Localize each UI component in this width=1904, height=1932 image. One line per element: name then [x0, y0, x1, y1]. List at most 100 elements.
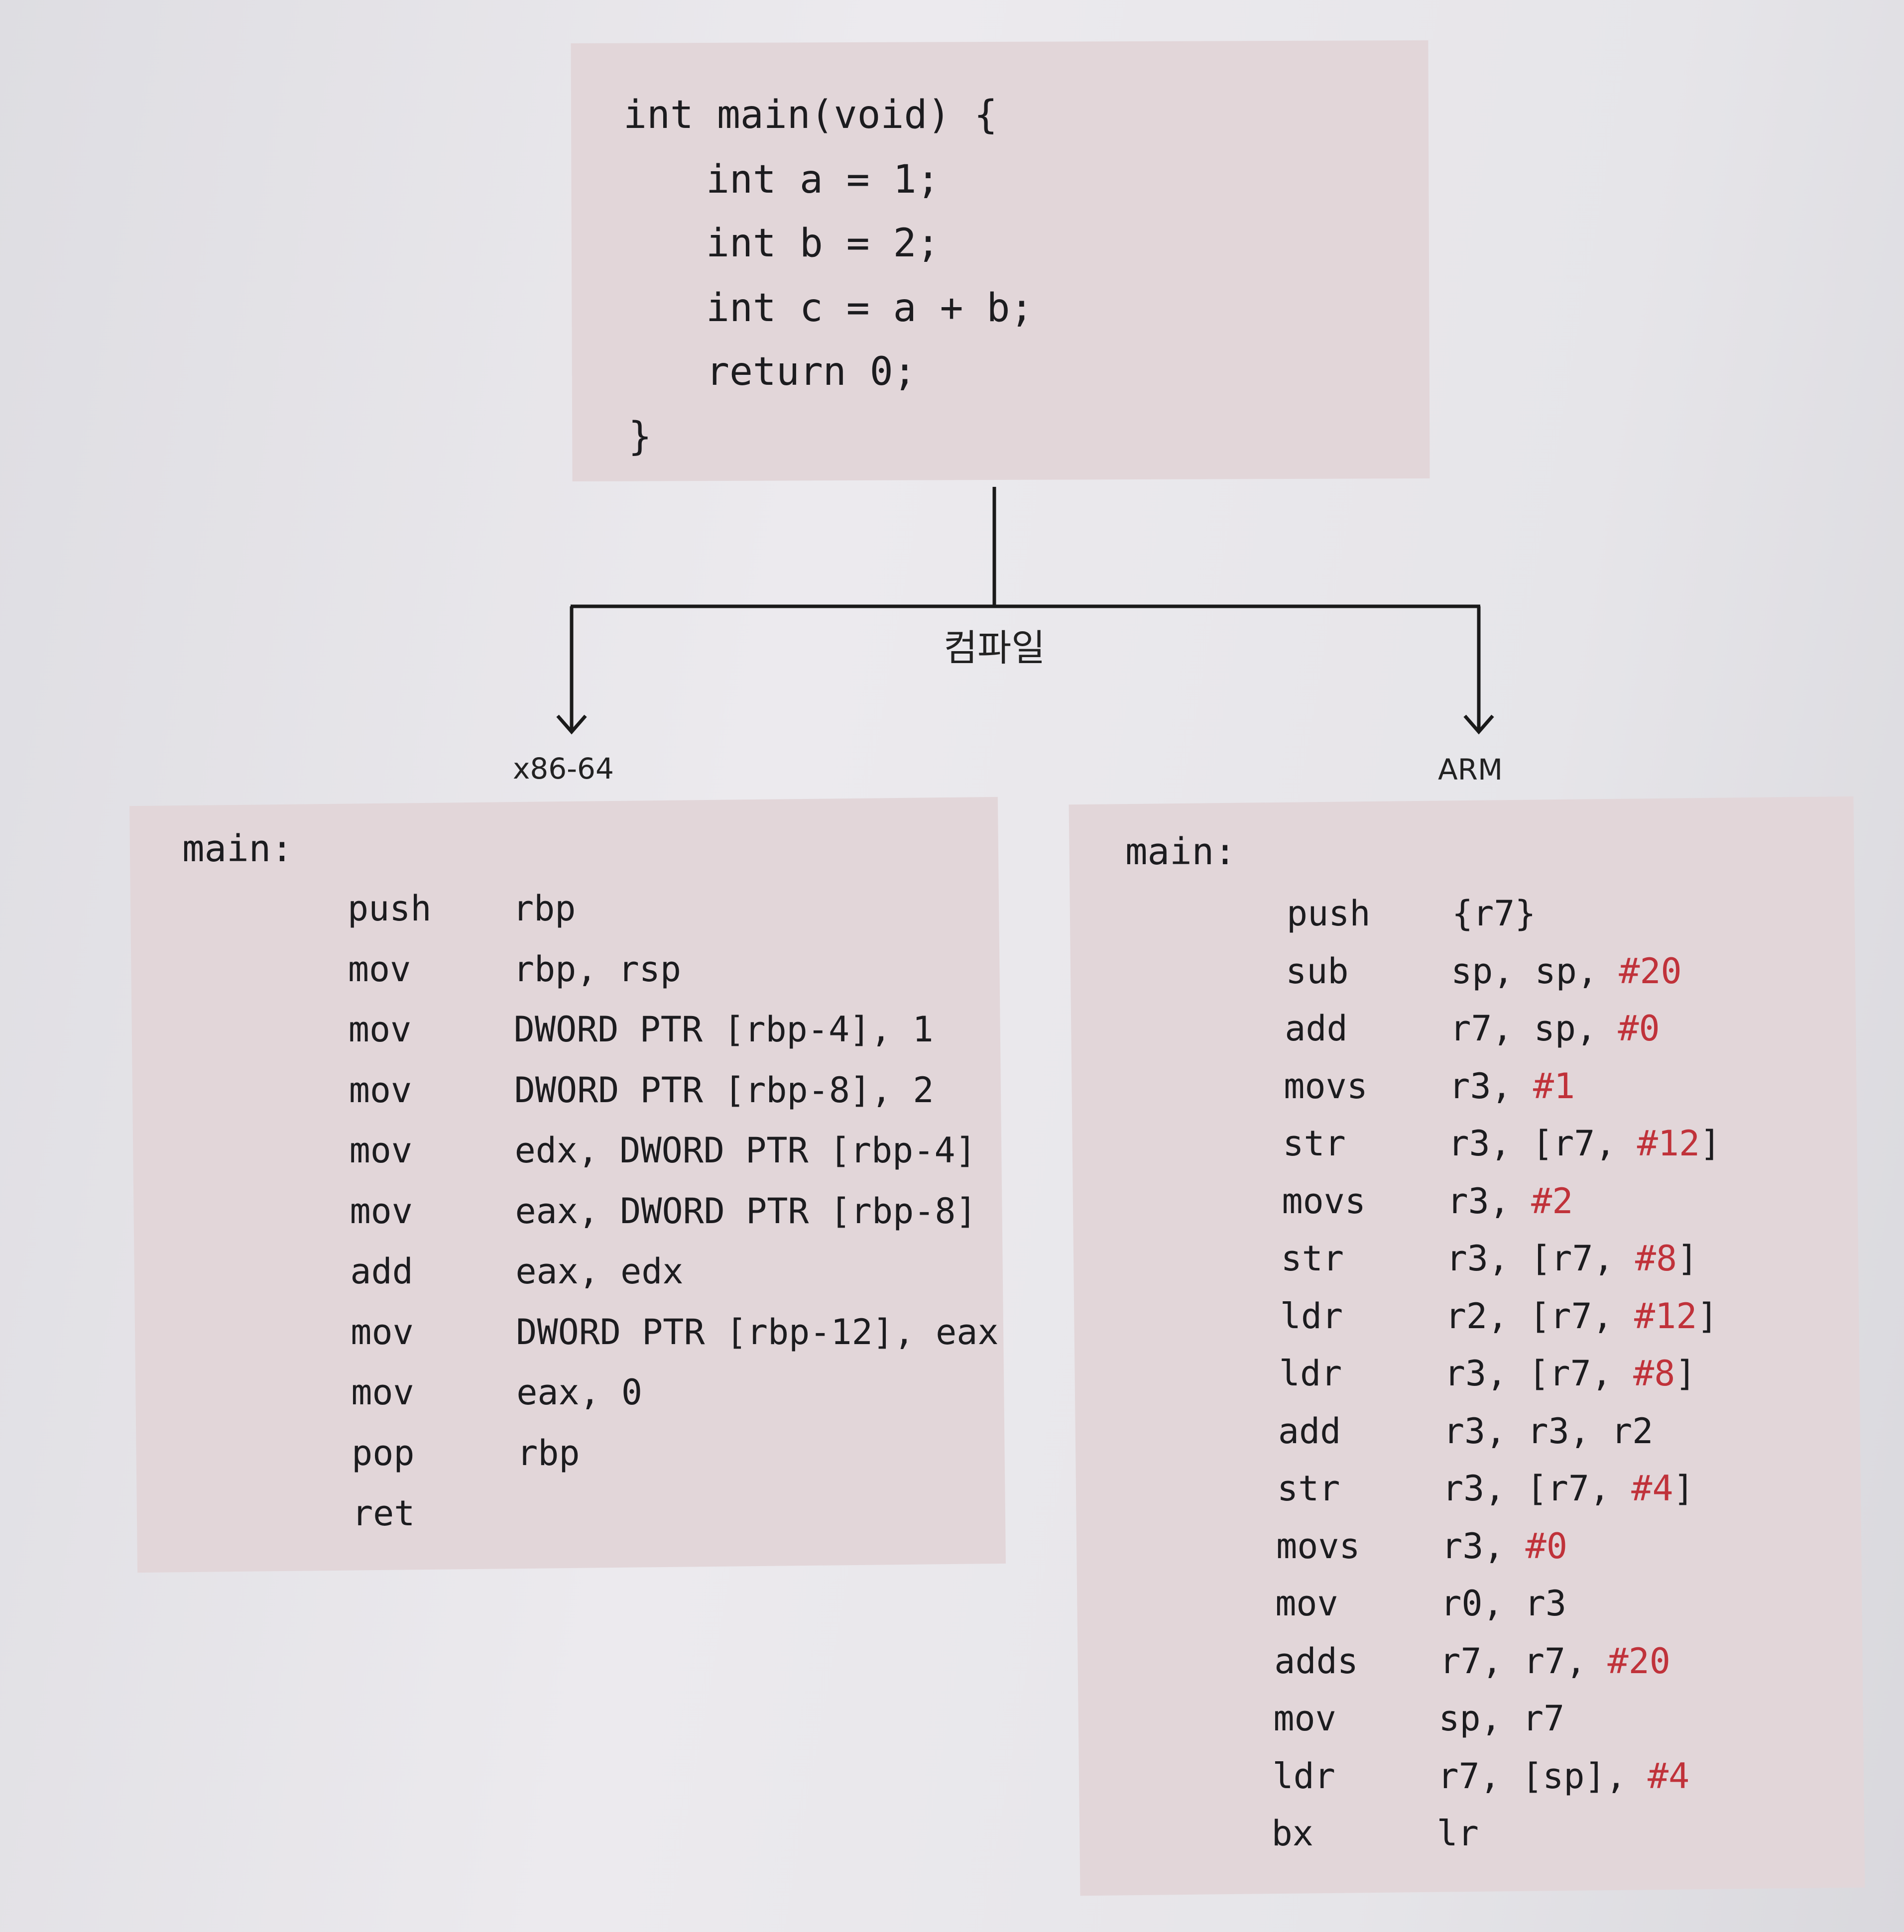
arm-op-6: str [1281, 1238, 1344, 1279]
arm-op-10: str [1277, 1468, 1340, 1509]
arm-op-12: mov [1275, 1583, 1338, 1624]
x86-op-3: mov [349, 1069, 412, 1111]
compile-label: 컴파일 [944, 627, 1046, 670]
arm-args-11: r3, #0 [1441, 1529, 1567, 1564]
arm-arg-part-5-1: #2 [1531, 1180, 1573, 1222]
source-line-6: } [628, 414, 652, 459]
arm-arg-part-7-0: r2, [r7, [1445, 1295, 1634, 1337]
x86-op-8: mov [351, 1372, 414, 1413]
arm-op-11: movs [1276, 1525, 1360, 1567]
arm-op-15: ldr [1272, 1755, 1335, 1797]
arm-op-0: push [1287, 893, 1371, 934]
arm-arg-part-16-0: lr [1436, 1813, 1479, 1854]
arm-arg-part-1-0: sp, sp, [1451, 950, 1619, 992]
x86-args-1: rbp, rsp [513, 952, 681, 987]
x86-arg-part-2-0: DWORD PTR [rbp-4], 1 [513, 1009, 934, 1050]
x86-arg-part-7-0: DWORD PTR [rbp-12], eax [516, 1311, 999, 1353]
arm-op-13: adds [1274, 1640, 1358, 1682]
x86-arg-part-6-0: eax, edx [515, 1251, 684, 1292]
x86-op-10: ret [352, 1493, 415, 1534]
arm-op-8: ldr [1279, 1353, 1342, 1394]
x86-args-0: rbp [513, 891, 576, 926]
x86-arg-part-3-0: DWORD PTR [rbp-8], 2 [514, 1069, 934, 1111]
arm-arg-part-4-0: r3, [r7, [1448, 1123, 1637, 1164]
arm-op-2: add [1285, 1008, 1348, 1049]
arm-arg-part-5-0: r3, [1447, 1180, 1532, 1222]
source-line-5: return 0; [706, 349, 917, 394]
arm-arg-part-7-2: ] [1697, 1295, 1718, 1337]
arm-arg-part-0-0: {r7} [1452, 893, 1536, 934]
arm-args-1: sp, sp, #20 [1451, 954, 1682, 989]
arm-arg-part-10-2: ] [1673, 1468, 1694, 1509]
arm-op-5: movs [1282, 1180, 1366, 1222]
arm-arg-part-1-1: #20 [1619, 950, 1682, 992]
x86-args-7: DWORD PTR [rbp-12], eax [516, 1315, 998, 1350]
arm-op-7: ldr [1280, 1295, 1343, 1337]
arm-arg-part-4-1: #12 [1637, 1123, 1700, 1164]
arm-arch-label: ARM [1438, 753, 1503, 787]
x86-arrowhead [556, 714, 587, 735]
x86-args-3: DWORD PTR [rbp-8], 2 [514, 1073, 934, 1108]
x86-args-4: edx, DWORD PTR [rbp-4] [515, 1133, 976, 1168]
arm-arg-part-4-2: ] [1700, 1123, 1721, 1164]
arm-args-9: r3, r3, r2 [1443, 1414, 1653, 1449]
x86-op-0: push [348, 888, 432, 929]
x86-op-6: add [350, 1251, 413, 1292]
arm-arg-part-15-1: #4 [1647, 1755, 1690, 1797]
arm-args-10: r3, [r7, #4] [1442, 1471, 1694, 1506]
arm-arg-part-13-1: #20 [1607, 1640, 1670, 1682]
arm-args-5: r3, #2 [1447, 1184, 1573, 1219]
arm-arg-part-9-0: r3, r3, r2 [1443, 1410, 1654, 1452]
x86-arg-part-4-0: edx, DWORD PTR [rbp-4] [514, 1130, 976, 1171]
arm-args-12: r0, r3 [1440, 1586, 1566, 1621]
x86-op-1: mov [348, 948, 411, 990]
x86-arg-part-1-0: rbp, rsp [513, 948, 682, 990]
x86-op-4: mov [349, 1130, 413, 1171]
arm-arg-part-8-1: #8 [1633, 1353, 1675, 1394]
x86-func-label: main: [182, 827, 293, 870]
arm-args-13: r7, r7, #20 [1439, 1644, 1670, 1679]
x86-arch-label: x86-64 [513, 752, 614, 786]
arm-arg-part-3-0: r3, [1449, 1065, 1533, 1107]
arm-arg-part-11-0: r3, [1441, 1525, 1526, 1567]
source-line-1: int main(void) { [623, 93, 998, 137]
arm-args-0: {r7} [1452, 896, 1536, 931]
arm-args-14: sp, r7 [1438, 1701, 1564, 1736]
x86-arg-part-8-0: eax, 0 [516, 1372, 643, 1413]
arm-args-15: r7, [sp], #4 [1438, 1759, 1690, 1794]
arm-args-16: lr [1437, 1816, 1479, 1851]
arm-arg-part-2-1: #0 [1618, 1008, 1660, 1049]
arm-op-9: add [1278, 1410, 1341, 1452]
arm-arg-part-8-0: r3, [r7, [1444, 1353, 1634, 1394]
arm-arg-part-8-2: ] [1675, 1353, 1696, 1394]
arm-arg-part-6-1: #8 [1635, 1238, 1677, 1279]
arm-op-16: bx [1271, 1813, 1313, 1854]
arm-args-6: r3, [r7, #8] [1446, 1241, 1698, 1276]
arm-arg-part-14-0: sp, r7 [1438, 1698, 1565, 1739]
x86-args-2: DWORD PTR [rbp-4], 1 [514, 1012, 934, 1047]
arm-op-4: str [1283, 1123, 1346, 1164]
arm-args-8: r3, [r7, #8] [1444, 1356, 1696, 1391]
arm-args-2: r7, sp, #0 [1450, 1011, 1660, 1046]
arm-arg-part-6-0: r3, [r7, [1446, 1238, 1635, 1279]
x86-args-9: rbp [517, 1436, 580, 1471]
arm-arg-part-13-0: r7, r7, [1439, 1640, 1608, 1682]
arm-func-label: main: [1125, 830, 1236, 873]
x86-op-2: mov [348, 1009, 412, 1050]
x86-op-5: mov [350, 1190, 413, 1232]
x86-arg-part-9-0: rbp [517, 1432, 580, 1474]
arm-arg-part-15-0: r7, [sp], [1437, 1755, 1648, 1797]
x86-args-6: eax, edx [515, 1254, 683, 1289]
arm-arrowhead [1463, 714, 1494, 735]
source-line-3: int b = 2; [706, 221, 940, 266]
x86-op-9: pop [352, 1432, 415, 1474]
x86-arg-part-0-0: rbp [513, 888, 576, 929]
arm-args-4: r3, [r7, #12] [1448, 1126, 1721, 1161]
arm-arg-part-10-1: #4 [1631, 1468, 1673, 1509]
source-line-4: int c = a + b; [706, 286, 1034, 331]
x86-args-5: eax, DWORD PTR [rbp-8] [515, 1194, 977, 1229]
x86-arg-part-5-0: eax, DWORD PTR [rbp-8] [515, 1190, 977, 1232]
arm-arg-part-10-0: r3, [r7, [1442, 1468, 1632, 1509]
arm-op-14: mov [1273, 1698, 1336, 1739]
